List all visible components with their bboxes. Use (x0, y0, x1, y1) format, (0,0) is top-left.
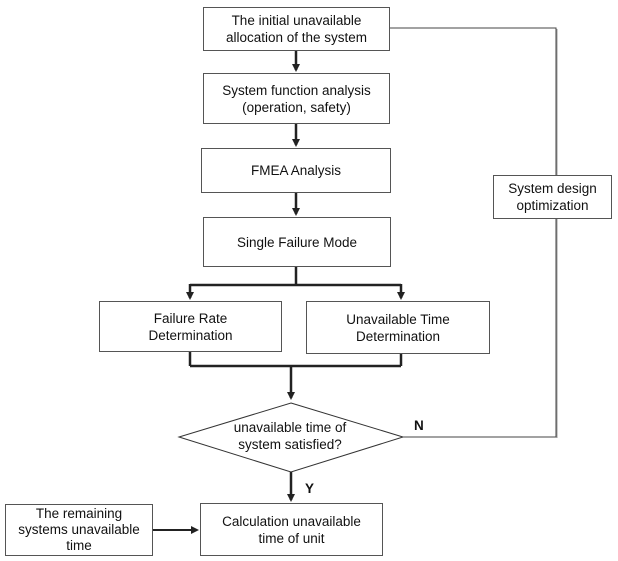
node-fmea-analysis-label: FMEA Analysis (250, 163, 342, 178)
decision-label: unavailable time of system satisfied? (233, 420, 347, 452)
node-unavailable-time-label: Unavailable Time Determination (346, 311, 450, 344)
edge-label-no: N (414, 418, 424, 433)
node-function-analysis: System function analysis (operation, saf… (203, 73, 390, 124)
node-calculation-label: Calculation unavailable time of unit (222, 513, 361, 546)
node-calculation: Calculation unavailable time of unit (200, 503, 383, 556)
node-remaining-systems: The remaining systems unavailable time (5, 504, 153, 556)
node-unavailable-time: Unavailable Time Determination (306, 301, 490, 354)
node-initial-allocation-label: The initial unavailable allocation of th… (225, 13, 368, 45)
node-design-optimization: System design optimization (493, 175, 612, 219)
node-single-failure-mode: Single Failure Mode (203, 217, 391, 267)
node-design-optimization-label: System design optimization (508, 181, 597, 213)
node-fmea-analysis: FMEA Analysis (201, 148, 391, 193)
connector-feedback-loop (390, 27, 557, 438)
node-remaining-systems-label: The remaining systems unavailable time (18, 506, 140, 553)
node-initial-allocation: The initial unavailable allocation of th… (203, 7, 390, 51)
node-failure-rate-label: Failure Rate Determination (148, 310, 233, 343)
node-function-analysis-label: System function analysis (operation, saf… (222, 82, 371, 115)
edge-label-yes: Y (305, 481, 315, 496)
node-failure-rate: Failure Rate Determination (99, 301, 282, 352)
node-single-failure-mode-label: Single Failure Mode (236, 234, 358, 250)
